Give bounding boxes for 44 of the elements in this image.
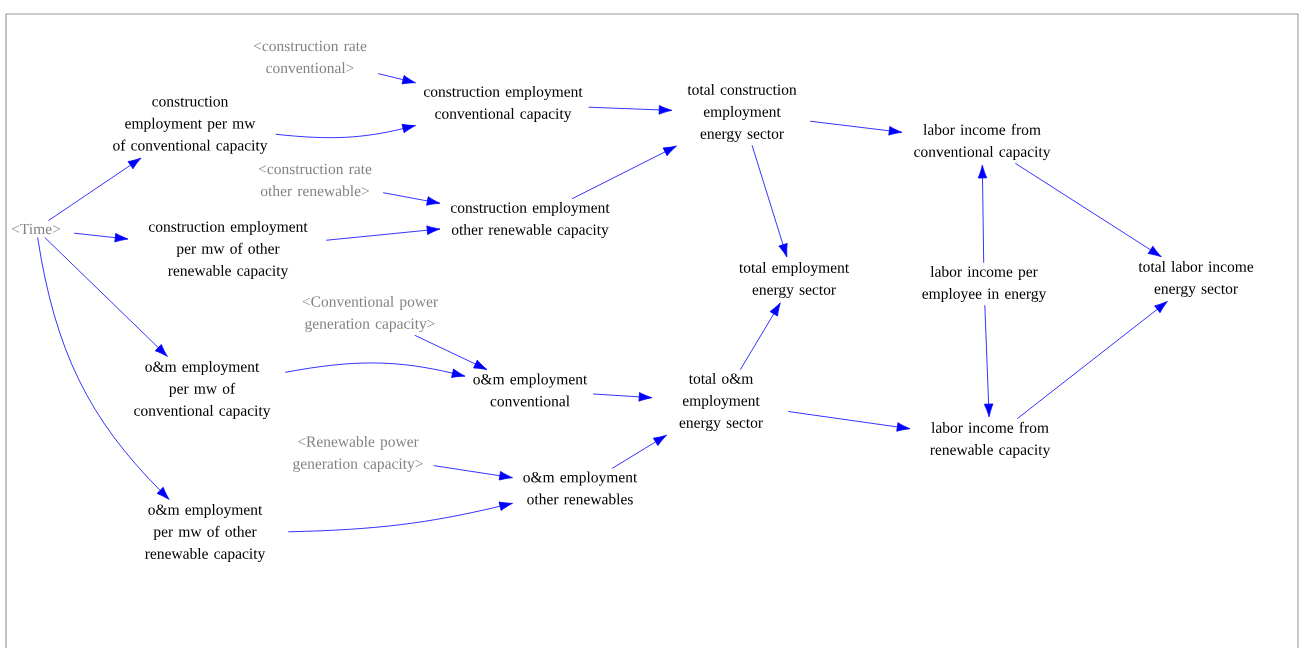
variable-label: total labor income energy sector [1138,260,1254,298]
arrow [275,123,416,139]
arrow [1016,301,1168,420]
arrow [48,157,142,221]
shadow-variable-label: <Conventional power generation capacity> [302,295,438,333]
variable-label: o&m employment per mw of conventional capacity [134,360,271,420]
arrow [414,334,488,370]
arrow [377,73,416,85]
variable-label: total construction employment energy sector [687,83,797,143]
arrow [287,501,513,533]
shadow-variable-label: <Time> [11,223,61,235]
variable-label: construction employment other renewable capacity [450,201,610,239]
arrow [739,302,781,371]
variable-label: construction employment conventional capacity [423,85,583,123]
arrow [588,105,673,115]
arrow [983,304,994,418]
arrow [44,237,168,357]
variable-label: labor income per employee in energy [922,265,1047,303]
arrow [325,225,441,241]
arrow [977,164,988,264]
arrow [73,232,129,243]
variable-label: o&m employment per mw of other renewable capacity [145,503,266,563]
variable-label: total employment energy sector [739,261,850,299]
arrow [1014,162,1162,258]
variable-label: labor income from conventional capacity [914,123,1051,161]
arrow [787,411,911,432]
shadow-variable-label: <construction rate other renewable> [258,163,372,197]
shadow-variable-label: <Renewable power generation capacity> [293,435,423,473]
shadow-variable-label: <construction rate conventional> [253,40,367,74]
variable-label: labor income from renewable capacity [930,421,1051,459]
variable-label: total o&m employment energy sector [679,372,763,432]
arrow [571,145,677,200]
variable-label: construction employment per mw of other renewable capacity [148,220,308,280]
arrow [809,120,903,136]
arrow [37,237,170,500]
variable-label: o&m employment conventional [473,373,588,407]
arrow [382,192,441,206]
arrow [284,362,466,378]
arrow [751,144,788,258]
arrow [433,465,513,481]
arrow [611,434,667,469]
arrow [592,392,653,402]
variable-label: o&m employment other renewables [523,471,638,505]
variable-label: construction employment per mw of conventional capacity [113,96,268,154]
